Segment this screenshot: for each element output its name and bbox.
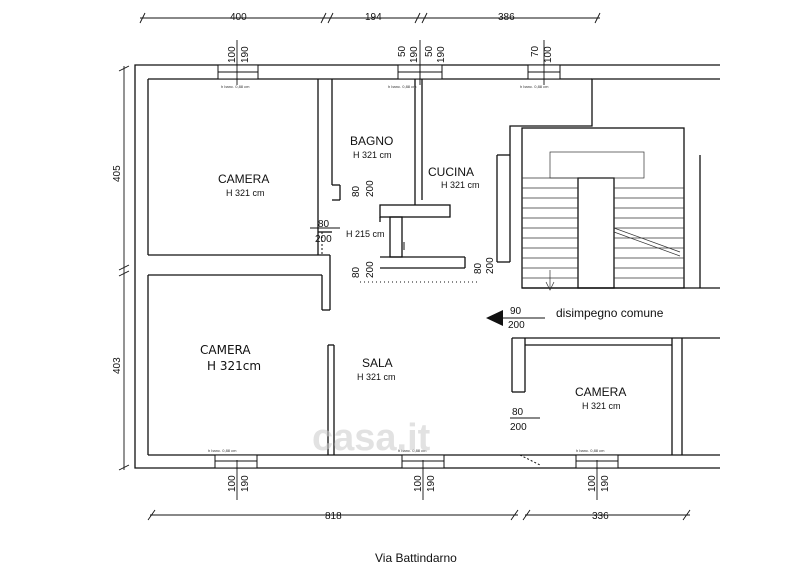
cucina-door-height: 200 xyxy=(485,257,496,274)
win-top-2-width: 50 xyxy=(397,45,408,57)
sill-note: h banc. 0,88 cm xyxy=(208,448,237,453)
sill-note: h banc. 0,88 cm xyxy=(388,84,417,89)
bottom-dimensions: 818 336 xyxy=(325,511,609,522)
room-camera-right-height: H 321 cm xyxy=(582,401,621,411)
dimension-lines xyxy=(118,12,691,521)
camera-door-height: 200 xyxy=(365,261,376,278)
sill-note: h banc. 0,88 cm xyxy=(520,84,549,89)
windows xyxy=(214,64,619,469)
room-sala: SALA xyxy=(362,356,393,370)
watermark-text: casa.it xyxy=(312,417,431,459)
door-dimensions: 80 200 80 200 H 215 cm 80 200 80 200 90 … xyxy=(315,180,527,433)
camera-right-door-width: 80 xyxy=(512,407,524,418)
entrance-width: 90 xyxy=(510,306,522,317)
win-bottom-2-width: 100 xyxy=(413,475,424,492)
entrance-height: 200 xyxy=(508,320,525,331)
dim-bottom-2: 336 xyxy=(592,511,609,522)
room-cucina-height: H 321 cm xyxy=(441,180,480,190)
passage-clearance: H 215 cm xyxy=(346,229,385,239)
camera-right-door-height: 200 xyxy=(510,422,527,433)
room-camera-top-left: CAMERA xyxy=(218,172,269,186)
win-top-2-height: 190 xyxy=(409,46,420,63)
dim-bottom-1: 818 xyxy=(325,511,342,522)
walls xyxy=(134,64,720,469)
bagno-door-height: 200 xyxy=(365,180,376,197)
street-name: Via Battindarno xyxy=(375,551,457,565)
cucina-door-width: 80 xyxy=(473,262,484,274)
win-bottom-3-height: 190 xyxy=(600,475,611,492)
dim-left-2: 403 xyxy=(112,357,123,374)
sill-note: h banc. 0,88 cm xyxy=(221,84,250,89)
watermark: casa.it xyxy=(312,417,431,459)
dim-left-1: 405 xyxy=(112,165,123,182)
sill-note: h banc. 0,88 cm xyxy=(398,448,427,453)
staircase xyxy=(522,151,684,291)
room-sala-height: H 321 cm xyxy=(357,372,396,382)
win-bottom-1-height: 190 xyxy=(240,475,251,492)
openings xyxy=(321,232,541,466)
win-top-1-width: 100 xyxy=(227,46,238,63)
win-bottom-3-width: 100 xyxy=(587,475,598,492)
room-camera-bottom-left: CAMERA xyxy=(200,343,251,357)
win-top-3-height: 190 xyxy=(436,46,447,63)
dim-top-2: 194 xyxy=(365,12,382,23)
sill-note: h banc. 0,88 cm xyxy=(576,448,605,453)
win-bottom-2-height: 190 xyxy=(426,475,437,492)
room-bagno-height: H 321 cm xyxy=(353,150,392,160)
camera-door-width: 80 xyxy=(351,266,362,278)
top-dimensions: 400 194 386 xyxy=(230,12,515,23)
passage-height: 200 xyxy=(315,234,332,245)
entrance-arrow-icon xyxy=(486,310,503,326)
room-cucina: CUCINA xyxy=(428,165,474,179)
win-top-1-height: 190 xyxy=(240,46,251,63)
bagno-door-width: 80 xyxy=(351,185,362,197)
room-camera-right: CAMERA xyxy=(575,385,626,399)
dim-top-1: 400 xyxy=(230,12,247,23)
left-dimensions: 405 403 xyxy=(112,165,123,374)
dim-top-3: 386 xyxy=(498,12,515,23)
win-bottom-1-width: 100 xyxy=(227,475,238,492)
sill-notes: h banc. 0,88 cm h banc. 0,88 cm h banc. … xyxy=(208,84,605,453)
win-top-4-width: 70 xyxy=(530,45,541,57)
window-dimensions: 100 190 50 190 50 190 70 100 100 190 100… xyxy=(227,45,611,492)
passage-width: 80 xyxy=(318,219,330,230)
room-labels: CAMERA H 321 cm BAGNO H 321 cm CUCINA H … xyxy=(200,134,664,411)
room-camera-bottom-left-height: H 321cm xyxy=(207,359,261,373)
room-disimpegno: disimpegno comune xyxy=(556,306,664,320)
room-bagno: BAGNO xyxy=(350,134,393,148)
room-camera-top-left-height: H 321 cm xyxy=(226,188,265,198)
win-top-3-width: 50 xyxy=(424,45,435,57)
win-top-4-height: 100 xyxy=(543,46,554,63)
